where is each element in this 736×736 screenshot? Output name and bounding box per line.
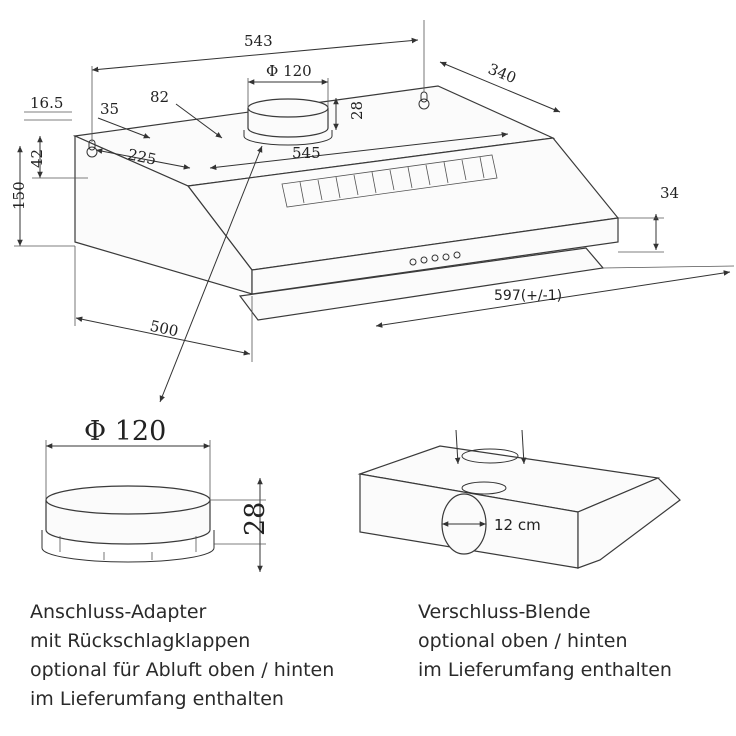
dim-label-545: 545 [292,144,321,162]
adapter-height-label: 28 [240,502,271,536]
adapter-caption-line: im Lieferumfang enthalten [30,688,284,710]
dim-label-597: 597(+/-1) [494,288,562,304]
adapter-diameter-label: Φ 120 [84,416,166,447]
adapter-caption-line: optional für Abluft oben / hinten [30,659,335,681]
adapter-detail-drawing: Φ 120 28 [41,416,271,572]
blende-caption-line: im Lieferumfang enthalten [418,659,672,681]
dim-label-42: 42 [28,149,46,168]
adapter-caption-line: Anschluss-Adapter [30,601,207,623]
blende-side [577,477,681,569]
adapter-rim [45,485,211,515]
dim-label-225: 225 [126,145,158,169]
blende-caption-line: Verschluss-Blende [418,601,591,623]
dim-label-35: 35 [100,100,119,118]
dim-label-543: 543 [244,32,273,50]
dim-label-pipe-diameter: Φ 120 [266,62,312,80]
dim-label-34: 34 [660,184,679,202]
blende-caption: Verschluss-Blende optional oben / hinten… [418,598,672,685]
dim-label-82: 82 [150,88,169,106]
blende-detail-drawing: 12 cm [357,429,681,569]
dim-label-pipe-height: 28 [348,101,366,120]
hood-main-drawing: 543 340 Φ 120 28 16.5 35 82 225 545 42 1… [10,20,735,403]
dim-label-500: 500 [148,317,180,341]
dim-label-16-5: 16.5 [30,94,63,112]
control-buttons [409,251,461,266]
adapter-caption-line: mit Rückschlagklappen [30,630,251,652]
dim-label-150: 150 [10,181,28,210]
adapter-caption: Anschluss-Adapter mit Rückschlagklappen … [30,598,334,714]
callout-arrow [159,145,263,403]
blende-caption-line: optional oben / hinten [418,630,628,652]
blende-hole-label: 12 cm [494,516,541,534]
